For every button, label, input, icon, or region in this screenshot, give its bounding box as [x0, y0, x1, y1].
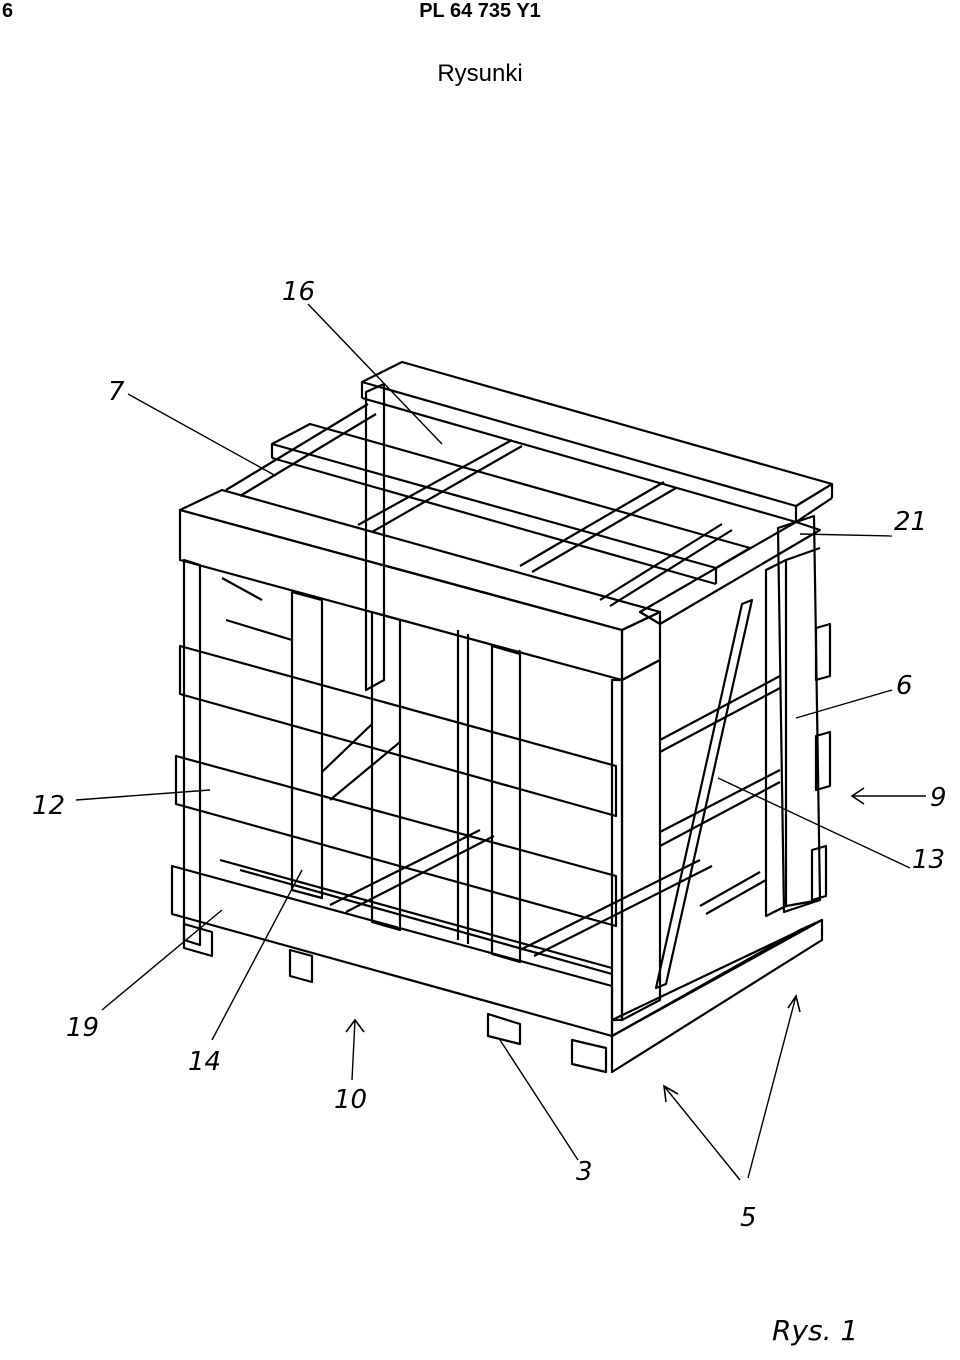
ref-14: 14	[188, 1047, 221, 1077]
ref-19: 19	[66, 1013, 99, 1043]
front-post-3	[370, 610, 402, 932]
back-left-post	[364, 382, 386, 692]
document-id: PL 64 735 Y1	[419, 0, 541, 22]
right-side-post-left	[620, 658, 662, 1022]
page-number: 6	[2, 0, 14, 22]
pallet-block-2	[288, 948, 314, 984]
front-post-4	[490, 644, 522, 964]
top-right-rail	[638, 520, 822, 626]
front-right-post	[610, 678, 624, 1022]
front-left-post	[182, 558, 202, 947]
section-title: Rysunki	[437, 60, 523, 87]
front-rail-lower	[174, 754, 618, 928]
ref-9: 9	[930, 783, 947, 813]
ref-12: 12	[32, 791, 65, 821]
pallet-block-4	[570, 1038, 608, 1074]
front-post-2	[290, 590, 324, 900]
ref-13: 13	[912, 845, 945, 875]
back-right-post	[776, 514, 822, 914]
pallet-block-1	[182, 922, 214, 958]
front-rail-upper	[178, 644, 618, 818]
pallet-base-face	[610, 918, 824, 1074]
ref-7: 7	[108, 377, 125, 407]
top-front-beam	[178, 488, 662, 632]
diagonal-brace	[654, 598, 754, 990]
ref-3: 3	[576, 1157, 593, 1187]
ref-5: 5	[740, 1203, 757, 1233]
reference-numerals: 16 7 21 6 9 12 13 19 14 10 3 5	[32, 277, 947, 1233]
pallet-block-3	[486, 1012, 522, 1046]
ref-10: 10	[334, 1085, 367, 1115]
ref-16: 16	[282, 277, 315, 307]
side-plate-low	[810, 844, 828, 902]
crate-frame	[170, 360, 834, 1074]
ref-21: 21	[894, 507, 927, 537]
ref-6: 6	[896, 671, 913, 701]
side-plate-mid	[814, 730, 832, 792]
figure-caption: Rys. 1	[772, 1314, 858, 1347]
leader-lines	[75, 303, 926, 1181]
side-plate-upper	[814, 622, 832, 682]
top-middle-plank	[270, 422, 752, 570]
arrowheads	[345, 787, 865, 1103]
